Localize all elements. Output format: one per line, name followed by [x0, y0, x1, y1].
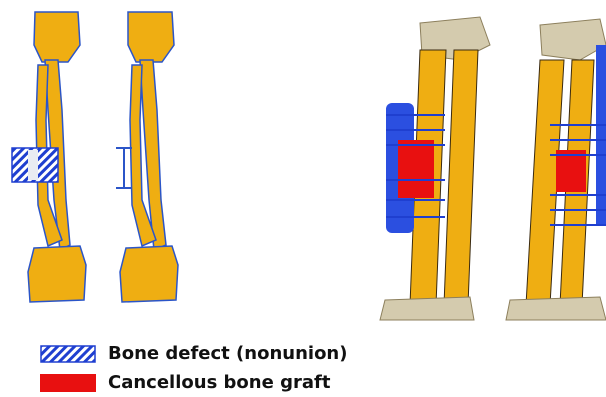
graft-fixation-panel [350, 5, 606, 325]
forearm-left-before [12, 12, 86, 302]
distal-humerus [128, 12, 174, 62]
cancellous-graft [556, 150, 586, 192]
wrist-joint [506, 297, 606, 320]
sketch-forearm-panel [0, 0, 190, 310]
ulna-bone [444, 50, 478, 305]
defect-gap [28, 150, 38, 180]
hatched-blue-swatch-icon [40, 345, 96, 363]
hand-bones [28, 246, 86, 302]
wrist-joint [380, 297, 474, 320]
legend-row-graft: Cancellous bone graft [40, 372, 330, 393]
solid-red-swatch-icon [40, 374, 96, 392]
legend-label-graft: Cancellous bone graft [108, 372, 330, 393]
legend-row-defect: Bone defect (nonunion) [40, 343, 347, 364]
distal-humerus [34, 12, 80, 62]
fixation-plate [596, 45, 606, 225]
fixation-right [506, 19, 606, 320]
hand-bones [120, 246, 178, 302]
legend-label-defect: Bone defect (nonunion) [108, 343, 347, 364]
forearm-right-after [116, 12, 178, 302]
fixation-left [380, 17, 490, 320]
cancellous-graft [398, 140, 434, 198]
